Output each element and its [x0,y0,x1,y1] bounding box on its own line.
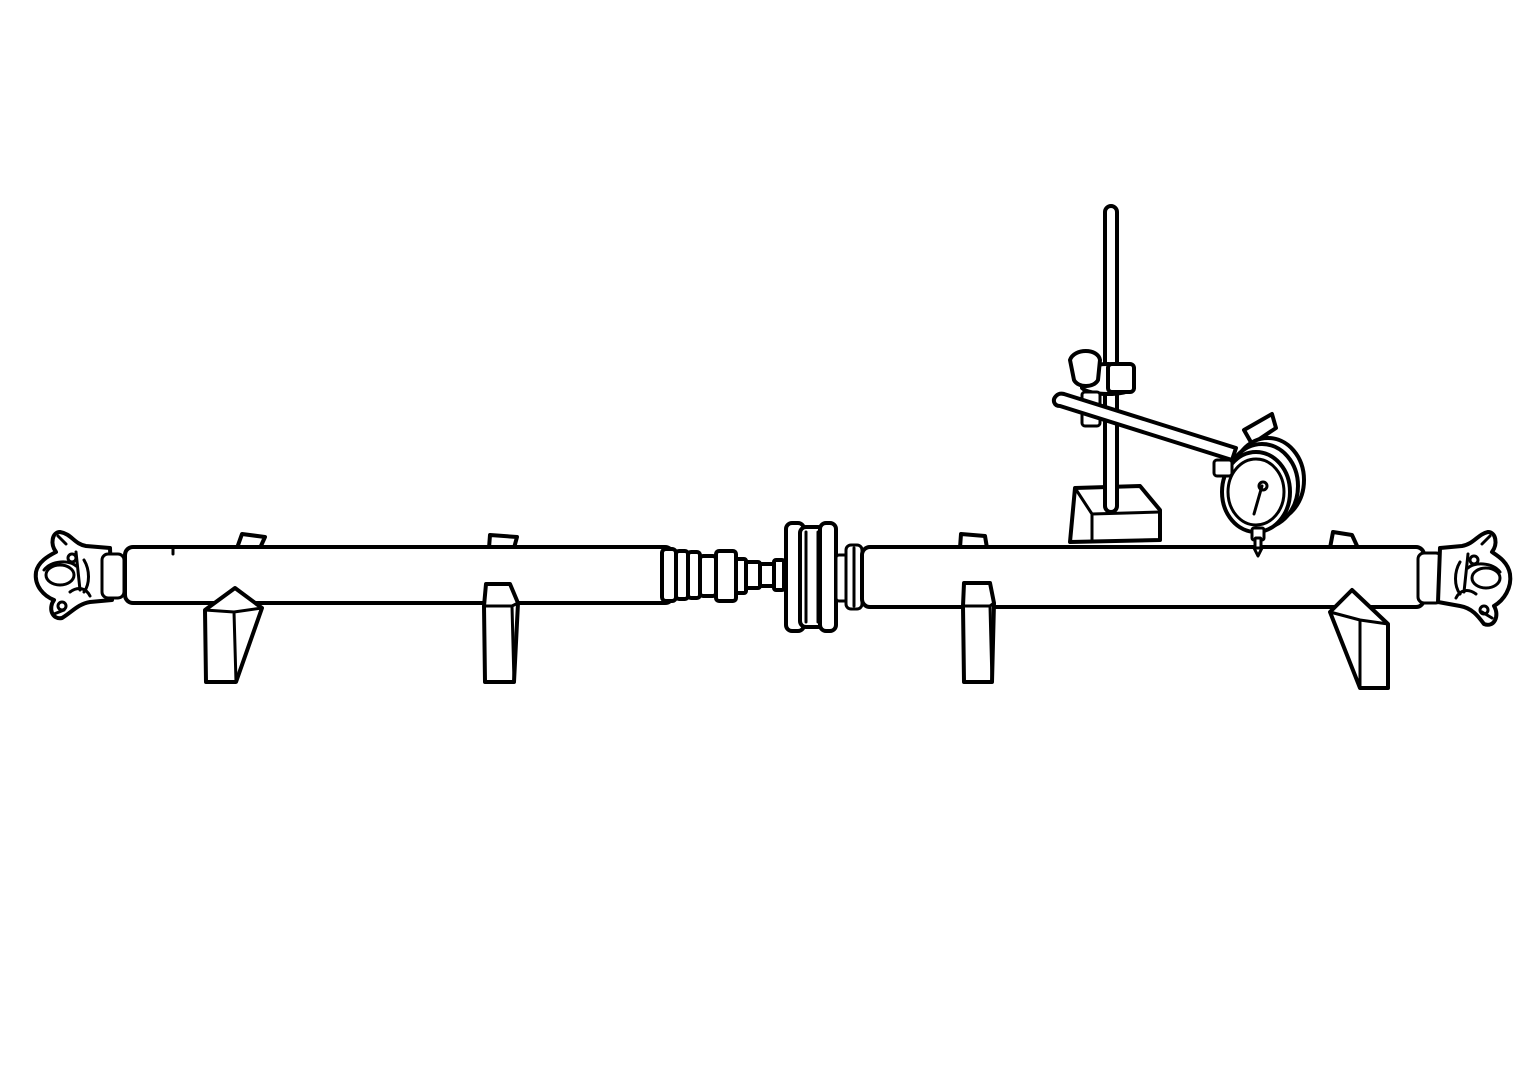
rear-propeller-shaft [860,484,1513,690]
front-shaft-slip-rings [660,547,786,603]
rear-shaft-tube [860,545,1426,609]
v-block-support-left-2 [482,582,520,684]
front-universal-joint-flange [33,530,126,621]
indicator-contact-tip [1252,546,1264,558]
v-block-support-right-1 [961,581,996,684]
rear-universal-joint-flange [1416,530,1513,627]
front-propeller-shaft [33,530,786,684]
v-block-support-right-2 [1328,588,1390,690]
dial-indicator-assembly [1051,204,1306,558]
balance-weight [168,545,182,549]
v-block-support-left-1 [203,586,264,684]
stand-post [1103,204,1119,514]
indicator-arm [1051,391,1238,462]
dial-mount-lug [1212,458,1234,478]
center-coupling [784,521,864,633]
dial-center [1257,480,1269,492]
magnetic-base-stand [1068,484,1162,544]
front-shaft-tube [123,545,675,605]
dial-indicator [1212,412,1306,558]
